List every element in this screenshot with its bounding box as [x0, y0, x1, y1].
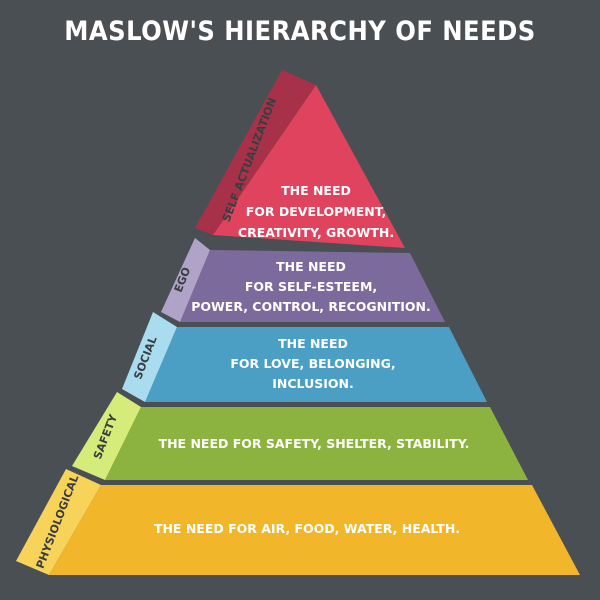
level-social: SOCIAL THE NEED FOR LOVE, BELONGING, INC…	[122, 312, 487, 402]
level-self-actualization: SELF ACTUALIZATION THE NEED FOR DEVELOPM…	[195, 70, 405, 248]
level-side-ego	[161, 238, 210, 322]
level-text-ego-3: POWER, CONTROL, RECOGNITION.	[191, 299, 431, 314]
level-front-ego	[180, 250, 445, 322]
level-side-self-actualization	[195, 70, 316, 235]
level-side-social	[122, 312, 177, 402]
level-text-ego-1: THE NEED	[276, 259, 346, 274]
level-text-self-actualization-3: CREATIVITY, GROWTH.	[238, 225, 394, 240]
level-text-social-3: INCLUSION.	[272, 376, 353, 391]
level-front-safety	[105, 407, 528, 480]
level-front-physiological	[49, 485, 580, 575]
level-text-self-actualization-1: THE NEED	[281, 183, 351, 198]
level-text-physiological-1: THE NEED FOR AIR, FOOD, WATER, HEALTH.	[154, 521, 460, 536]
level-text-social-2: FOR LOVE, BELONGING,	[230, 356, 395, 371]
level-text-ego-2: FOR SELF-ESTEEM,	[245, 279, 377, 294]
level-side-safety	[72, 392, 141, 480]
level-side-physiological	[16, 469, 101, 575]
level-ego: EGO THE NEED FOR SELF-ESTEEM, POWER, CON…	[161, 238, 445, 322]
level-text-safety-1: THE NEED FOR SAFETY, SHELTER, STABILITY.	[159, 436, 470, 451]
diagram-title: MASLOW'S HIERARCHY OF NEEDS	[64, 16, 536, 47]
level-front-social	[145, 327, 487, 402]
level-physiological: PHYSIOLOGICAL THE NEED FOR AIR, FOOD, WA…	[16, 469, 580, 575]
level-front-self-actualization	[213, 85, 405, 248]
level-text-self-actualization-2: FOR DEVELOPMENT,	[246, 204, 387, 219]
level-text-social-1: THE NEED	[278, 336, 348, 351]
level-safety: SAFETY THE NEED FOR SAFETY, SHELTER, STA…	[72, 392, 528, 480]
